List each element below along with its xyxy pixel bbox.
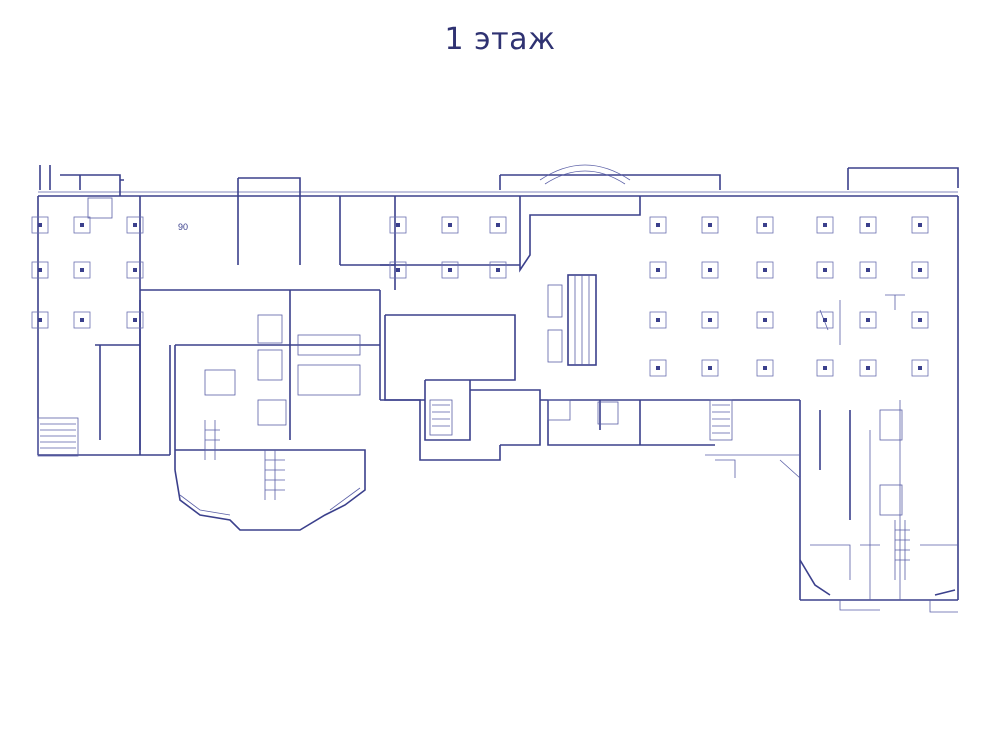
column (656, 223, 660, 227)
column (866, 366, 870, 370)
column (823, 318, 827, 322)
column-marker (701, 261, 719, 279)
column-marker (389, 216, 407, 234)
column-marker (649, 216, 667, 234)
column (80, 318, 84, 322)
column (38, 318, 42, 322)
column-marker (649, 311, 667, 329)
column-marker (859, 216, 877, 234)
column-marker (816, 311, 834, 329)
column-marker (389, 261, 407, 279)
column (133, 268, 137, 272)
column-marker (31, 311, 49, 329)
column-marker (701, 359, 719, 377)
column-marker (73, 216, 91, 234)
column (496, 223, 500, 227)
column-marker (859, 359, 877, 377)
column (763, 223, 767, 227)
column (866, 223, 870, 227)
column (918, 366, 922, 370)
column-marker (441, 261, 459, 279)
column (763, 318, 767, 322)
column-marker (649, 359, 667, 377)
column-marker (816, 261, 834, 279)
column (80, 223, 84, 227)
column (708, 366, 712, 370)
column-marker (816, 216, 834, 234)
column-marker (756, 261, 774, 279)
column (38, 268, 42, 272)
column (656, 366, 660, 370)
column-marker (911, 216, 929, 234)
column (133, 318, 137, 322)
column-marker (756, 311, 774, 329)
column (866, 268, 870, 272)
column (708, 268, 712, 272)
column (133, 223, 137, 227)
column (918, 318, 922, 322)
column (823, 366, 827, 370)
column-marker (911, 261, 929, 279)
column (656, 268, 660, 272)
plan-walls (37, 164, 959, 613)
column (763, 268, 767, 272)
column-marker (701, 216, 719, 234)
column (80, 268, 84, 272)
column-marker (489, 216, 507, 234)
column (823, 268, 827, 272)
floor-title: 1 этаж (444, 22, 556, 57)
room-label: 90 (178, 222, 188, 232)
column-marker (31, 261, 49, 279)
column-marker (816, 359, 834, 377)
column (918, 223, 922, 227)
column (496, 268, 500, 272)
column (448, 268, 452, 272)
column (708, 318, 712, 322)
column (448, 223, 452, 227)
column-marker (489, 261, 507, 279)
column-marker (911, 311, 929, 329)
column-marker (126, 261, 144, 279)
column-marker (701, 311, 719, 329)
column (708, 223, 712, 227)
column (823, 223, 827, 227)
column (763, 366, 767, 370)
column (396, 268, 400, 272)
column (396, 223, 400, 227)
column-marker (73, 311, 91, 329)
column-marker (31, 216, 49, 234)
column (38, 223, 42, 227)
column (866, 318, 870, 322)
column-marker (649, 261, 667, 279)
column (918, 268, 922, 272)
column-marker (859, 261, 877, 279)
column-marker (126, 311, 144, 329)
column-marker (859, 311, 877, 329)
column (656, 318, 660, 322)
column-marker (756, 216, 774, 234)
column-marker (441, 216, 459, 234)
column-markers (31, 216, 929, 377)
column-marker (756, 359, 774, 377)
column-marker (126, 216, 144, 234)
column-marker (911, 359, 929, 377)
column-marker (73, 261, 91, 279)
